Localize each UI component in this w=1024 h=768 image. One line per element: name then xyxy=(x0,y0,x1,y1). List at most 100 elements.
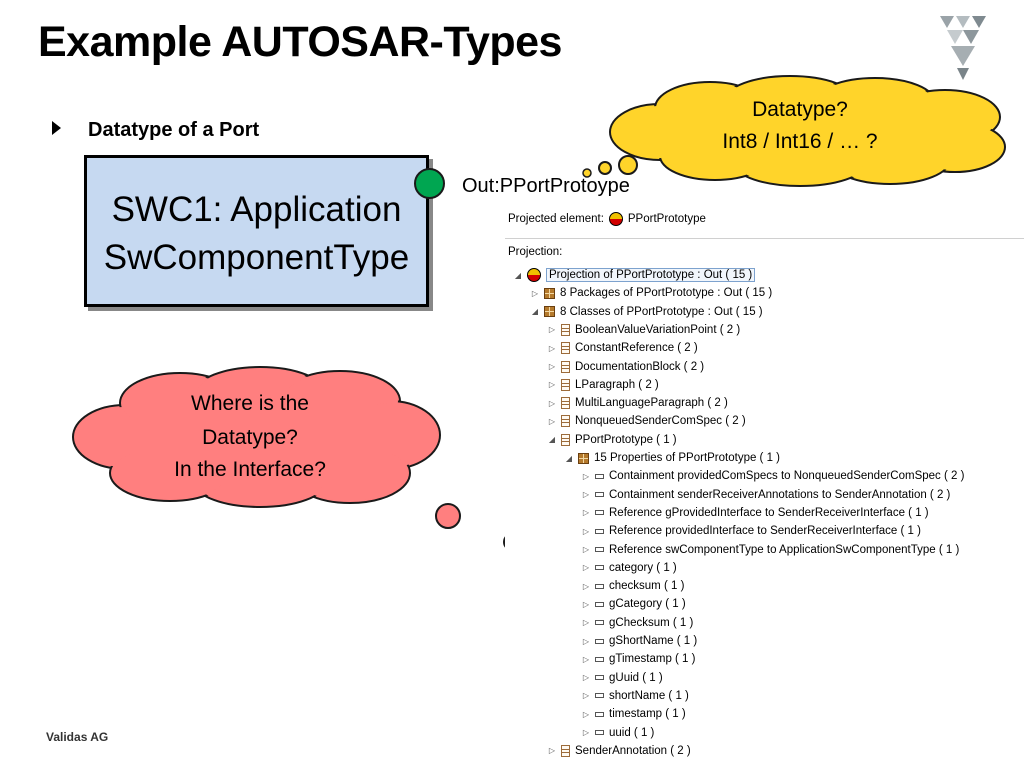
tree-row[interactable]: ◢8 Classes of PPortPrototype : Out ( 15 … xyxy=(530,303,763,321)
collapsed-arrow-icon[interactable]: ▷ xyxy=(548,398,556,408)
tree-row[interactable]: ▷ Reference providedInterface to SenderRe… xyxy=(581,522,921,540)
collapsed-arrow-icon[interactable]: ▷ xyxy=(548,325,556,335)
red-cloud-line2: Datatype? xyxy=(202,426,298,449)
projection-icon xyxy=(608,212,623,226)
tree-row-label: gTimestamp ( 1 ) xyxy=(609,653,696,666)
tree-row-label: Reference providedInterface to SenderRec… xyxy=(609,525,921,538)
tree-row[interactable]: ▷ uuid ( 1 ) xyxy=(581,724,654,742)
class-icon xyxy=(561,415,570,428)
class-icon xyxy=(561,397,570,410)
property-icon xyxy=(595,601,604,607)
collapsed-arrow-icon[interactable]: ▷ xyxy=(582,581,590,591)
tree-row-label: SenderAnnotation ( 2 ) xyxy=(575,744,691,757)
projection-icon xyxy=(527,268,541,282)
tree-row-label: category ( 1 ) xyxy=(609,561,677,574)
collapsed-arrow-icon[interactable]: ▷ xyxy=(582,618,590,628)
collapsed-arrow-icon[interactable]: ▷ xyxy=(582,599,590,609)
tree-row[interactable]: ▷ gShortName ( 1 ) xyxy=(581,632,697,650)
red-thought-cloud xyxy=(72,366,441,508)
tree-row-label: checksum ( 1 ) xyxy=(609,580,685,593)
tree-row[interactable]: ▷ MultiLanguageParagraph ( 2 ) xyxy=(547,394,728,412)
tree-row[interactable]: ▷ gUuid ( 1 ) xyxy=(581,669,663,687)
class-icon xyxy=(561,323,570,336)
collapsed-arrow-icon[interactable]: ▷ xyxy=(582,508,590,518)
property-icon xyxy=(595,583,604,589)
property-icon xyxy=(595,638,604,644)
yellow-cloud-line1: Datatype? xyxy=(752,98,848,121)
validas-logo-icon xyxy=(940,16,986,80)
collapsed-arrow-icon[interactable]: ▷ xyxy=(548,343,556,353)
property-icon xyxy=(595,620,604,626)
collapsed-arrow-icon[interactable]: ▷ xyxy=(582,490,590,500)
tree-row[interactable]: ▷Containment senderReceiverAnnotations t… xyxy=(581,486,950,504)
tree-row-label: gCategory ( 1 ) xyxy=(609,598,686,611)
tree-row-label: timestamp ( 1 ) xyxy=(609,708,686,721)
collapsed-arrow-icon[interactable]: ▷ xyxy=(582,545,590,554)
tree-row[interactable]: ▷ LParagraph ( 2 ) xyxy=(547,376,659,394)
tree-row[interactable]: ▷ gChecksum ( 1 ) xyxy=(581,614,693,632)
collapsed-arrow-icon[interactable]: ▷ xyxy=(582,636,590,646)
red-cloud-line1: Where is the xyxy=(191,392,309,415)
footer-company: Validas AG xyxy=(46,730,109,744)
expanded-arrow-icon[interactable]: ◢ xyxy=(565,453,573,463)
collapsed-arrow-icon[interactable]: ▷ xyxy=(582,563,590,573)
tree-row-label: gUuid ( 1 ) xyxy=(609,671,663,684)
tree-row[interactable]: ▷ Reference gProvidedInterface to SenderR… xyxy=(581,504,929,522)
class-icon xyxy=(561,433,570,446)
collapsed-arrow-icon[interactable]: ▷ xyxy=(582,709,590,719)
collapsed-arrow-icon[interactable]: ▷ xyxy=(582,471,590,481)
tree-row[interactable]: ▷BooleanValueVariationPoint ( 2 ) xyxy=(547,321,740,339)
collapsed-arrow-icon[interactable]: ▷ xyxy=(548,362,556,371)
tree-row[interactable]: ▷ timestamp ( 1 ) xyxy=(581,705,686,723)
red-cloud-line3: In the Interface? xyxy=(174,458,326,481)
tree-row-label: gShortName ( 1 ) xyxy=(609,635,698,647)
collapsed-arrow-icon[interactable]: ▷ xyxy=(582,691,590,701)
collapsed-arrow-icon[interactable]: ▷ xyxy=(548,416,556,426)
property-icon xyxy=(595,473,604,479)
collapsed-arrow-icon[interactable]: ▷ xyxy=(531,288,539,298)
expanded-arrow-icon[interactable]: ◢ xyxy=(531,307,539,317)
tree-row[interactable]: ◢15 Properties of PPortPrototype ( 1 ) xyxy=(564,449,780,467)
tree-row-label: Containment providedComSpecs to Nonqueue… xyxy=(609,470,965,483)
tree-row-label: Reference swComponentType to Application… xyxy=(609,543,960,556)
expanded-arrow-icon[interactable]: ◢ xyxy=(514,270,522,280)
class-icon xyxy=(561,360,570,373)
collapsed-arrow-icon[interactable]: ▷ xyxy=(582,654,590,664)
tree-row[interactable]: ▷DocumentationBlock ( 2 ) xyxy=(547,358,704,376)
slide-title: Example AUTOSAR-Types xyxy=(38,18,562,66)
tree-row-label: MultiLanguageParagraph ( 2 ) xyxy=(575,397,728,410)
collapsed-arrow-icon[interactable]: ▷ xyxy=(548,746,556,756)
header-divider xyxy=(505,238,1024,239)
class-icon xyxy=(561,378,570,391)
tree-row[interactable]: ▷ category ( 1 ) xyxy=(581,559,677,577)
property-icon xyxy=(595,711,604,717)
tree-row-label: Reference gProvidedInterface to SenderRe… xyxy=(609,506,929,519)
tree-row[interactable]: ▷ checksum ( 1 ) xyxy=(581,577,685,595)
collapsed-arrow-icon[interactable]: ▷ xyxy=(548,380,556,390)
tree-row[interactable]: ▷ Containment providedComSpecs to Nonqueu… xyxy=(581,467,965,485)
tree-row[interactable]: ◢Projection of PPortPrototype : Out ( 15… xyxy=(513,266,756,284)
tree-row-label: shortName ( 1 ) xyxy=(609,689,689,702)
tree-row[interactable]: ◢PPortPrototype ( 1 ) xyxy=(547,431,677,449)
tree-row-label: gChecksum ( 1 ) xyxy=(609,616,694,629)
tree-row-label: uuid ( 1 ) xyxy=(609,726,655,739)
package-icon xyxy=(578,452,589,464)
tree-row-label: 8 Packages of PPortPrototype : Out ( 15 … xyxy=(560,287,773,300)
collapsed-arrow-icon[interactable]: ▷ xyxy=(582,526,590,536)
tree-row[interactable]: ▷ConstantReference ( 2 ) xyxy=(547,339,698,357)
tree-row[interactable]: ▷ SenderAnnotation ( 2 ) xyxy=(547,742,691,760)
tree-row[interactable]: ▷ Reference swComponentType to Applicatio… xyxy=(581,541,959,559)
tree-row-label: LParagraph ( 2 ) xyxy=(575,378,659,391)
projected-element-value: PPortPrototype xyxy=(627,213,706,225)
tree-row[interactable]: ▷ gCategory ( 1 ) xyxy=(581,595,686,613)
property-icon xyxy=(595,693,604,699)
tree-row[interactable]: ▷ 8 Packages of PPortPrototype : Out ( 15… xyxy=(530,284,772,302)
collapsed-arrow-icon[interactable]: ▷ xyxy=(582,728,590,737)
collapsed-arrow-icon[interactable]: ▷ xyxy=(582,673,590,683)
tree-row[interactable]: ▷NonqueuedSenderComSpec ( 2 ) xyxy=(547,412,746,430)
tree-row[interactable]: ▷ shortName ( 1 ) xyxy=(581,687,689,705)
expanded-arrow-icon[interactable]: ◢ xyxy=(548,435,556,445)
tree-row[interactable]: ▷ gTimestamp ( 1 ) xyxy=(581,650,696,668)
yellow-thought-cloud xyxy=(609,75,1006,187)
package-icon xyxy=(544,287,555,299)
